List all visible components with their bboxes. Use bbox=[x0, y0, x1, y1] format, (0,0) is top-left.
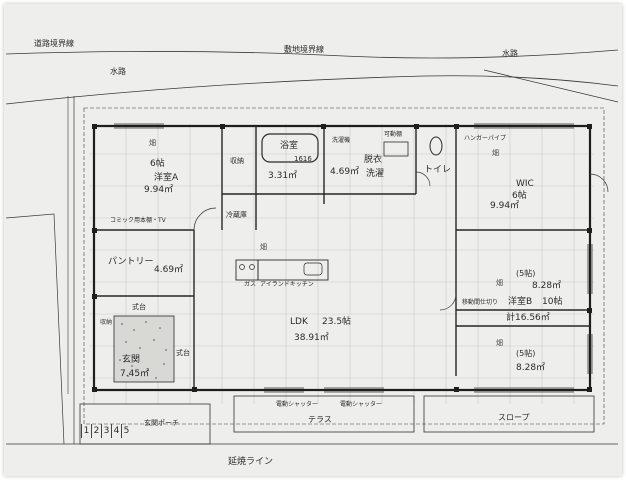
shutter-note: 電動シャッター bbox=[276, 401, 319, 408]
pantry-name: パントリー bbox=[108, 257, 154, 267]
bedroom-a-mats: 6帖 bbox=[150, 159, 165, 169]
waterway-right-label: 水路 bbox=[502, 49, 518, 58]
wide-shutter-note: 電動シャッター bbox=[340, 401, 383, 408]
stand-note: 可動棚 bbox=[384, 131, 403, 138]
entrance-floor bbox=[113, 315, 175, 383]
bedroom-b-mats: 10帖 bbox=[542, 297, 563, 307]
floor-plan-drawing bbox=[5, 49, 619, 445]
slope-label: スロープ bbox=[498, 413, 530, 422]
shikidai-side: 式台 bbox=[176, 349, 190, 357]
road-boundary-label: 道路境界線 bbox=[34, 39, 74, 48]
wall-columns bbox=[92, 124, 592, 392]
bedroom-a-name: 洋室A bbox=[154, 173, 179, 183]
island-counter bbox=[257, 259, 329, 281]
dressing-area: 4.69㎡ bbox=[330, 167, 360, 177]
bedroom-b-upper-area: 8.28㎡ bbox=[532, 281, 562, 291]
sink bbox=[303, 262, 323, 276]
bedroom-b-lower-mark: 畑 bbox=[496, 339, 503, 347]
extension-line-label: 延焼ライン bbox=[228, 457, 274, 467]
porch-label: 玄関ポーチ bbox=[144, 419, 179, 427]
blueprint-sheet: 道路境界線 敷地境界線 水路 水路 延焼ライン 畑 6帖 洋室A 9.94㎡ コ… bbox=[4, 4, 622, 476]
dressing-name: 脱衣 bbox=[364, 155, 383, 165]
bedroom-b-name: 洋室B bbox=[508, 297, 533, 307]
entrance-texture bbox=[119, 321, 167, 379]
step-1: 1 bbox=[81, 424, 91, 438]
wic-mats: 6帖 bbox=[512, 191, 527, 201]
bedroom-a-area: 9.94㎡ bbox=[144, 185, 174, 195]
storage-label: 収納 bbox=[230, 157, 244, 165]
entrance-name: 玄関 bbox=[122, 355, 141, 365]
ldk-area: 38.91㎡ bbox=[294, 333, 329, 343]
pantry-area: 4.69㎡ bbox=[154, 265, 184, 275]
ldk-mark: 畑 bbox=[260, 243, 267, 251]
step-3: 3 bbox=[101, 424, 111, 438]
bath-tub-size: 1616 bbox=[294, 155, 312, 163]
gas-label: ガス bbox=[244, 281, 257, 288]
site-lines bbox=[5, 49, 619, 445]
washbasin bbox=[383, 141, 409, 157]
step-4: 4 bbox=[111, 424, 121, 438]
island-kitchen-label: アイランドキッチン bbox=[260, 281, 314, 288]
exterior-decks bbox=[79, 395, 595, 445]
door-swings bbox=[193, 171, 609, 311]
waterway-left-label: 水路 bbox=[110, 67, 126, 76]
bedroom-b-lower-area: 8.28㎡ bbox=[516, 363, 546, 373]
bath-name: 浴室 bbox=[280, 141, 299, 151]
toilet-label: トイレ bbox=[424, 165, 452, 175]
stove-counter bbox=[235, 259, 259, 281]
interior-walls bbox=[94, 126, 590, 390]
ldk-mats: 23.5帖 bbox=[322, 317, 352, 327]
toilet-fixture bbox=[429, 136, 443, 156]
step-2: 2 bbox=[91, 424, 101, 438]
bedroom-b-upper-mark: 畑 bbox=[496, 279, 503, 287]
module-grid bbox=[89, 124, 594, 404]
ldk-name: LDK bbox=[290, 317, 308, 327]
dressing-sub: 洗濯 bbox=[366, 169, 385, 179]
washer-note: 洗濯機 bbox=[332, 137, 351, 144]
wic-mark: 畑 bbox=[492, 149, 499, 157]
step-5: 5 bbox=[121, 424, 131, 438]
hanger-note: ハンガーパイプ bbox=[464, 135, 506, 142]
site-boundary-label: 敷地境界線 bbox=[284, 45, 324, 54]
shikidai-top: 式台 bbox=[132, 303, 146, 311]
terrace-label: テラス bbox=[308, 415, 332, 424]
shoe-storage-note: 収納 bbox=[100, 319, 113, 326]
bedroom-b-lower-mats: (5帖) bbox=[516, 349, 536, 358]
comic-shelf-note: コミック用本棚・TV bbox=[110, 217, 166, 224]
porch-steps: 1 2 3 4 5 bbox=[81, 424, 131, 438]
fridge-label: 冷蔵庫 bbox=[226, 211, 247, 219]
wic-name: WIC bbox=[516, 179, 534, 189]
bathtub bbox=[261, 133, 319, 163]
wic-area: 9.94㎡ bbox=[490, 201, 520, 211]
bedroom-a-mark: 畑 bbox=[149, 139, 156, 147]
bedroom-b-total: 計16.56㎡ bbox=[506, 313, 550, 323]
windows bbox=[114, 123, 593, 393]
bath-area: 3.31㎡ bbox=[268, 171, 298, 181]
partition-note: 移動間仕切り bbox=[462, 299, 499, 306]
entrance-area: 7.45㎡ bbox=[120, 369, 150, 379]
bedroom-b-upper-mats: (5帖) bbox=[516, 269, 536, 278]
